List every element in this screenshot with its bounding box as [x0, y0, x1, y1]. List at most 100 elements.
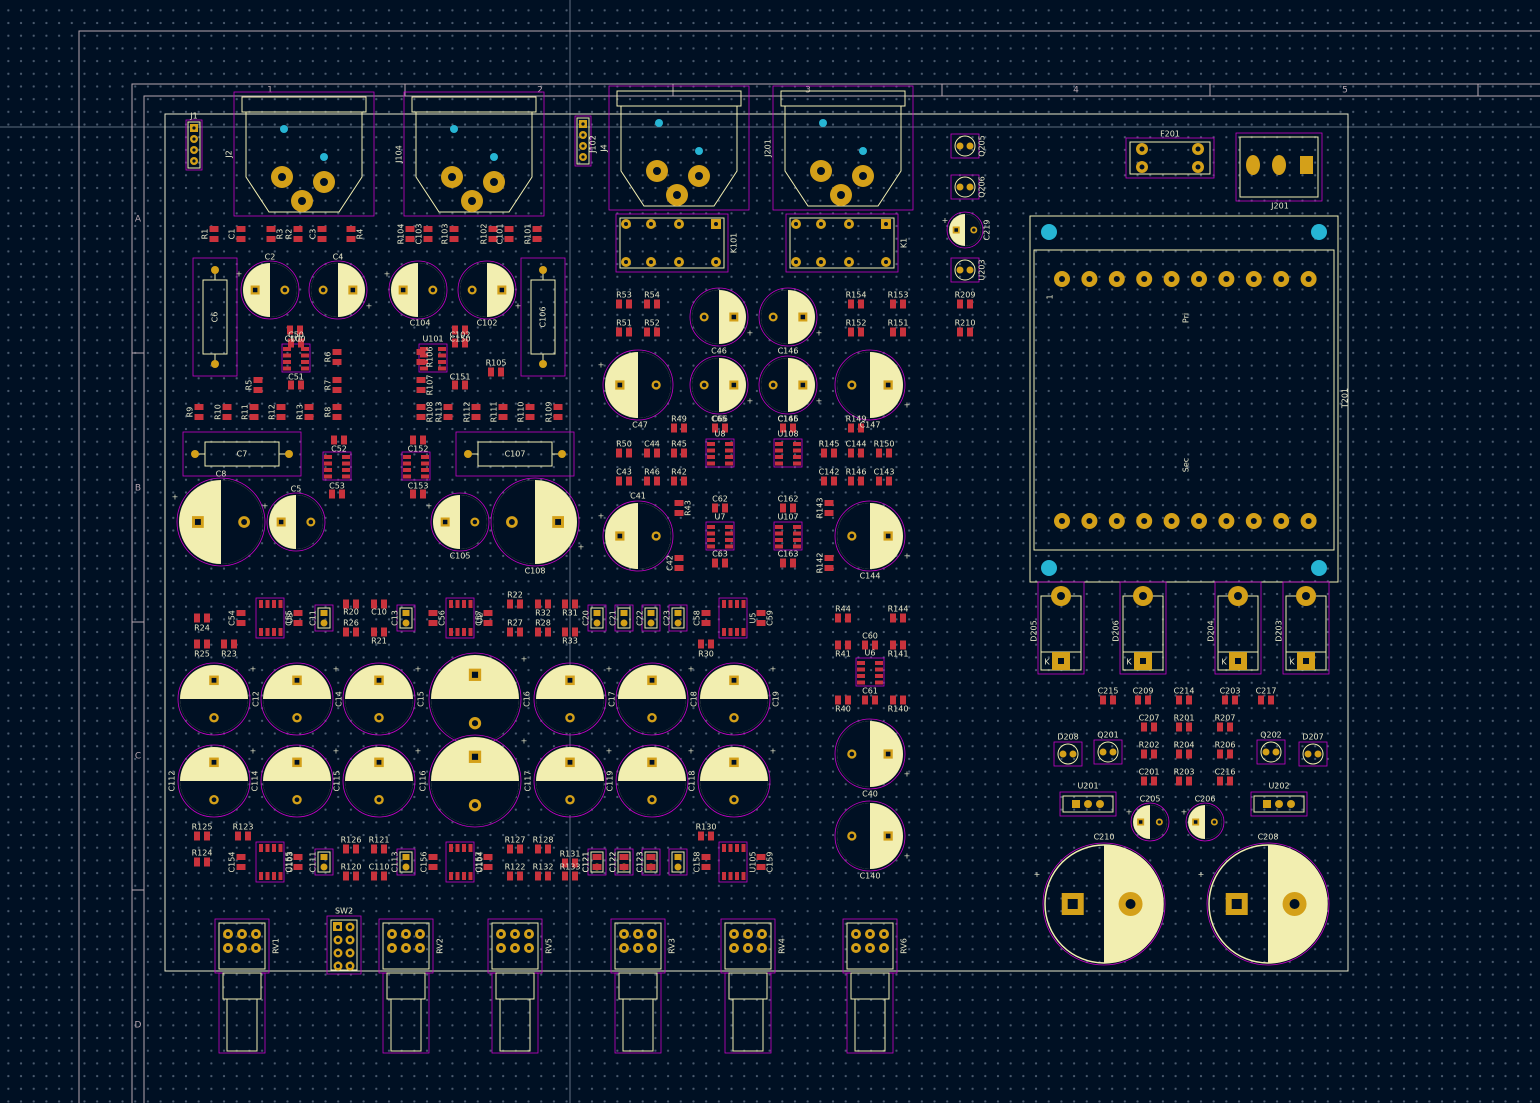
smd-R10[interactable]: [222, 404, 232, 420]
ic-U6[interactable]: [855, 657, 885, 687]
elcap-C18[interactable]: [615, 662, 689, 736]
smd-pad[interactable]: [498, 414, 508, 420]
smd-R41[interactable]: [835, 640, 851, 650]
smd-pad[interactable]: [957, 327, 963, 337]
smd-R203[interactable]: [1176, 776, 1192, 786]
smd-pad[interactable]: [1135, 695, 1141, 705]
ic-pad[interactable]: [707, 448, 715, 453]
smd-R25[interactable]: [194, 639, 210, 649]
smd-pad[interactable]: [535, 599, 541, 609]
smd-pad[interactable]: [343, 844, 349, 854]
smd-pad[interactable]: [343, 871, 349, 881]
tht-pad[interactable]: [320, 863, 328, 871]
smd-R132[interactable]: [535, 871, 551, 881]
smd-R152[interactable]: [848, 327, 864, 337]
smd-R30[interactable]: [698, 639, 714, 649]
diode-D205[interactable]: [1037, 581, 1085, 675]
ic-pad[interactable]: [455, 628, 460, 636]
smd-C153[interactable]: [410, 489, 426, 499]
to92-pad[interactable]: [1304, 750, 1312, 758]
smd-pad[interactable]: [722, 423, 728, 433]
ic-pad[interactable]: [421, 461, 429, 466]
to92-pad[interactable]: [966, 266, 974, 274]
elcap-C117[interactable]: [533, 744, 607, 818]
smd-pad[interactable]: [423, 226, 433, 232]
elcap-C208[interactable]: [1206, 842, 1330, 966]
pot-RV6[interactable]: [842, 918, 898, 1054]
smd-pad[interactable]: [416, 349, 426, 355]
smd-R109[interactable]: [553, 404, 563, 420]
smd-pad[interactable]: [845, 640, 851, 650]
smd-pad[interactable]: [525, 404, 535, 410]
ic-pad[interactable]: [438, 360, 446, 364]
smd-R13[interactable]: [304, 404, 314, 420]
smd-pad[interactable]: [535, 871, 541, 881]
smd-pad[interactable]: [276, 404, 286, 410]
smd-R149[interactable]: [848, 423, 864, 433]
smd-C158[interactable]: [701, 854, 711, 870]
smd-pad[interactable]: [708, 831, 714, 841]
smd-pad[interactable]: [553, 404, 563, 410]
tht-pad[interactable]: [620, 610, 628, 616]
smd-pad[interactable]: [231, 639, 237, 649]
smd-C50[interactable]: [288, 338, 304, 348]
smd-pad[interactable]: [293, 864, 303, 870]
smd-pad[interactable]: [831, 476, 837, 486]
ic-pad[interactable]: [728, 872, 733, 880]
smd-pad[interactable]: [708, 639, 714, 649]
smd-pad[interactable]: [452, 338, 458, 348]
smd-pad[interactable]: [712, 558, 718, 568]
ic-pad[interactable]: [857, 661, 865, 665]
smd-pad[interactable]: [1268, 695, 1274, 705]
smd-R12[interactable]: [276, 404, 286, 420]
smd-pad[interactable]: [236, 226, 246, 232]
smd-pad[interactable]: [862, 640, 868, 650]
smd-pad[interactable]: [507, 627, 513, 637]
smd-pad[interactable]: [507, 871, 513, 881]
smd-R151[interactable]: [890, 327, 906, 337]
smd-pad[interactable]: [329, 489, 335, 499]
smd-pad[interactable]: [462, 338, 468, 348]
smd-R26[interactable]: [343, 627, 359, 637]
smd-pad[interactable]: [890, 695, 896, 705]
jack-J2[interactable]: [233, 91, 375, 217]
smd-pad[interactable]: [722, 558, 728, 568]
smd-pad[interactable]: [1232, 695, 1238, 705]
ic-pad[interactable]: [725, 544, 733, 549]
jack-J201[interactable]: [772, 85, 914, 211]
smd-R150[interactable]: [876, 448, 892, 458]
smd-R106[interactable]: [416, 349, 426, 365]
pot-RV3[interactable]: [610, 918, 666, 1054]
smd-R23[interactable]: [221, 639, 237, 649]
ic-pad[interactable]: [449, 844, 453, 852]
ic-pad[interactable]: [728, 600, 733, 608]
smd-pad[interactable]: [592, 864, 602, 870]
smd-R140[interactable]: [890, 695, 906, 705]
smd-pad[interactable]: [353, 844, 359, 854]
ic-pad[interactable]: [875, 680, 883, 685]
tht-pad[interactable]: [647, 610, 655, 616]
ic-pad[interactable]: [741, 628, 746, 636]
smd-C207[interactable]: [1141, 722, 1157, 732]
smd-R3[interactable]: [266, 226, 276, 242]
ic-pad[interactable]: [793, 544, 801, 549]
ic-pad[interactable]: [741, 600, 746, 608]
smd-pad[interactable]: [681, 448, 687, 458]
smd-pad[interactable]: [371, 599, 377, 609]
smd-pad[interactable]: [304, 414, 314, 420]
to92-Q202[interactable]: [1256, 739, 1286, 765]
to92-D207[interactable]: [1298, 741, 1328, 767]
smd-pad[interactable]: [756, 854, 766, 860]
smd-pad[interactable]: [353, 627, 359, 637]
smd-pad[interactable]: [626, 327, 632, 337]
smd-pad[interactable]: [858, 299, 864, 309]
smd-R201[interactable]: [1176, 722, 1192, 732]
smd-pad[interactable]: [304, 404, 314, 410]
smd-pad[interactable]: [900, 299, 906, 309]
smd-R8[interactable]: [332, 404, 342, 420]
smd-pad[interactable]: [266, 226, 276, 232]
ic-pad[interactable]: [775, 544, 783, 549]
elcap-C116[interactable]: [428, 734, 522, 828]
smd-R32[interactable]: [535, 599, 551, 609]
smd-pad[interactable]: [209, 236, 219, 242]
